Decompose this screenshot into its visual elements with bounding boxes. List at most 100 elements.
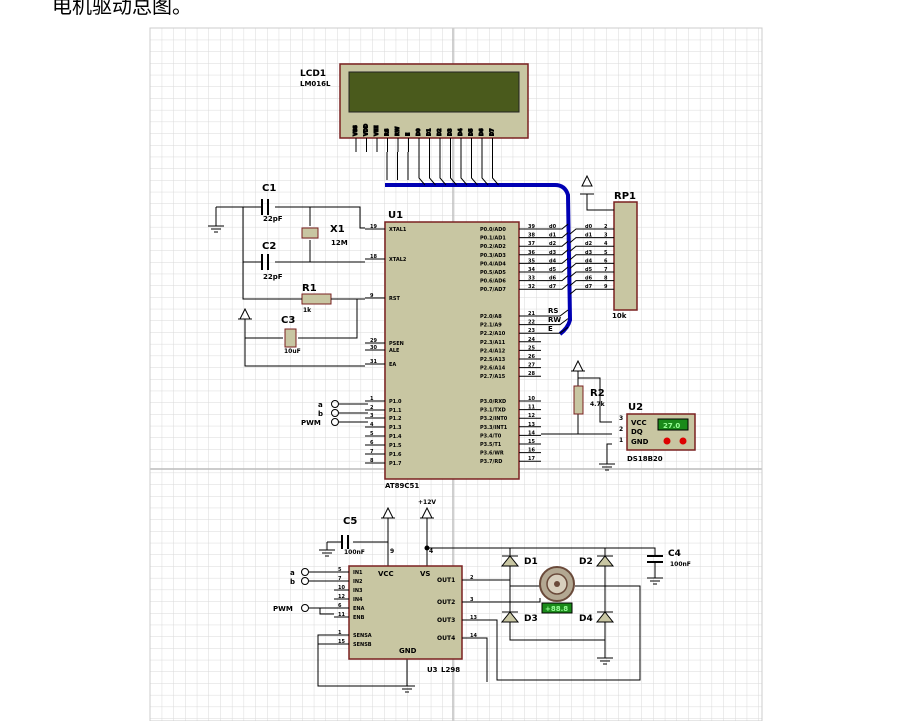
u3-pin-name: IN1 [353,570,363,576]
bus-label-right: d4 [585,258,593,264]
u1-pin-number: 23 [528,328,535,334]
x1-body [301,227,319,239]
u2-button-left [663,437,671,445]
u3-pin-name: SENSA [353,633,372,639]
sensor-u2: U2 VCC DQ GND 3 2 1 27.0 DS18B20 [619,402,696,463]
lcd-part: LM016L [300,80,331,88]
lcd-pin-label: D7 [490,128,496,136]
u1-pin-number: 8 [370,458,374,464]
u1-pin-name: XTAL1 [389,227,407,233]
u1-pin-name: P3.7/RD [480,459,502,465]
u3-pin-number: 7 [338,576,342,582]
u3-pin-name: OUT1 [437,577,455,584]
rp1-pin-number: 6 [604,258,608,264]
c1-value: 22pF [263,215,283,223]
u1-pin-name: P3.1/TXD [480,408,506,414]
c4-ref: C4 [668,549,681,559]
label-a-top: a [318,401,323,409]
u1-pin-name: P0.6/AD6 [480,279,506,285]
lcd-pin-label: VSS [353,125,359,136]
ea-wire [244,338,365,367]
p0-bus-wire [541,223,614,235]
u2-display [657,418,689,431]
r1-wire [242,262,365,300]
u2-vcc-wire [578,377,612,423]
driver-input-wires [309,571,334,615]
lcd-pin-label: VDD [364,124,370,136]
rp1-pin-number: 9 [604,284,608,290]
u1-pin-number: 21 [528,311,535,317]
bus-label-right: d6 [585,276,593,282]
rp1-pin-number: 5 [604,250,608,256]
junction-12v [424,545,430,551]
u1-pin-number: 3 [370,413,374,419]
u1-pin-name: ALE [389,348,400,354]
u3-pin-name: ENB [353,615,365,621]
u3-pin-name: IN2 [353,579,363,585]
bus-label-right: d5 [585,267,593,273]
u1-pin-name: P2.1/A9 [480,323,502,329]
label-pwm-top: PWM [301,419,321,427]
u1-pin-number: 31 [370,359,377,365]
u1-pin-name: P0.7/AD7 [480,287,506,293]
u1-pin-number: 18 [370,254,377,260]
u3-ref: U3 [427,666,438,674]
u1-ref: U1 [388,210,403,221]
p2-bus-wire [541,326,569,334]
u2-pin-gnd: GND [631,438,649,446]
u1-pin-number: 26 [528,354,535,360]
u3-pin-number: 6 [338,603,342,609]
motor-shaft [554,581,560,587]
terminal-wires-top [339,403,368,423]
u1-pin-number: 39 [528,224,535,230]
r1-body [301,293,332,305]
u1-pin-name: P3.6/WR [480,451,504,457]
diode-d2-label: D2 [579,557,593,567]
u1-pin-name: P0.5/AD5 [480,270,506,276]
u1-pin-number: 32 [528,284,535,290]
rail-12v [426,518,656,566]
u3-pin-number: 15 [338,639,345,645]
c1-wire [216,206,365,229]
c2-value: 22pF [263,273,283,281]
c5-wire [327,518,389,566]
u1-pin-name: P3.3/INT1 [480,425,508,431]
lcd-pin-label: D0 [416,128,422,136]
clock-reset-circuit: C1 22pF X1 12M C2 22pF R1 1k C3 10uF [208,183,365,367]
c4-value: 100nF [670,561,691,568]
u1-pin-number: 15 [528,439,535,445]
bus-label-right: d2 [585,241,593,247]
rs-label: RS [548,307,558,315]
r2-value: 4.7k [590,401,606,408]
lcd-pin-label: E [406,132,412,136]
u1-pin-name: P0.2/AD2 [480,244,506,250]
diode-d4-label: D4 [579,614,593,624]
bus-label-left: d4 [549,258,557,264]
u1-pin-name: RST [389,296,400,302]
lcd-pin-label: RS [385,128,391,136]
u3-pin-name: OUT4 [437,635,455,642]
u3-vs-pin: 4 [429,548,433,555]
ground-symbol-1 [208,225,224,233]
temp-sensor-circuit: R2 4.7k [541,359,615,471]
c1-ref: C1 [262,183,276,194]
bus-label-right: d0 [585,224,593,230]
u1-pin-name: P1.2 [389,416,402,422]
u1-pin-name: P2.0/A8 [480,314,502,320]
ground-symbol-c4 [647,577,663,585]
rp1-pin-number: 2 [604,224,608,230]
out4-wire [478,637,488,682]
u3-vs: VS [420,570,430,578]
u1-pin-name: P2.7/A15 [480,374,506,380]
bus-label-right: d1 [585,233,593,239]
u3-pin-number: 12 [338,594,345,600]
u2-ref: U2 [628,402,643,413]
motor-driver-circuit [301,506,663,693]
u1-pin-number: 33 [528,276,535,282]
terminal-a-top [331,400,339,408]
rw-label: RW [548,316,561,324]
